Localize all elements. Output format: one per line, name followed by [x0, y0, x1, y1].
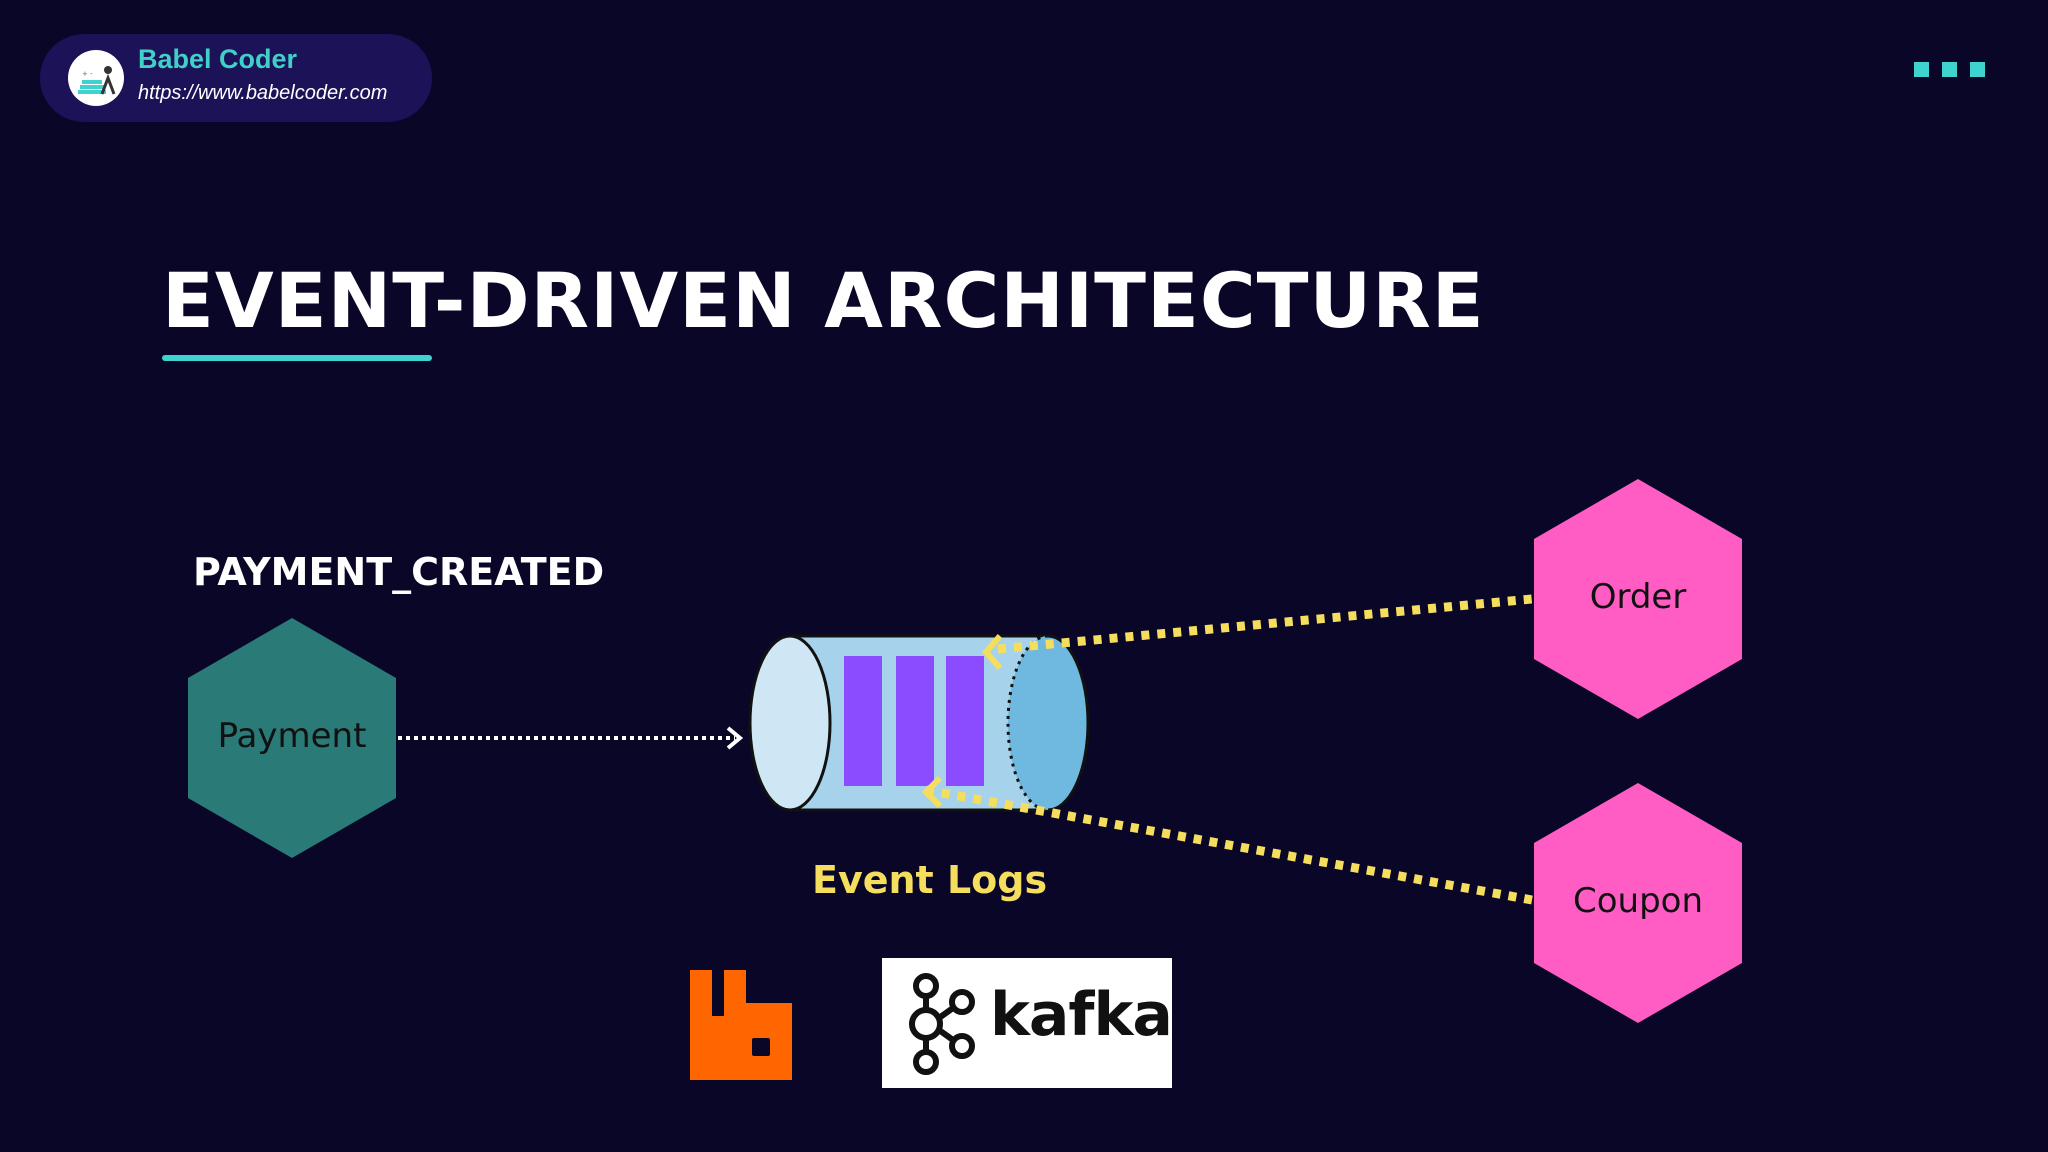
producer-hexagon	[188, 618, 396, 858]
slide-title: EVENT-DRIVEN ARCHITECTURE	[162, 256, 1485, 345]
consumer-hexagon-order	[1534, 479, 1742, 719]
event-logs-caption: Event Logs	[812, 858, 1048, 902]
kafka-logo: kafka	[882, 958, 1173, 1088]
menu-dots-icon[interactable]	[1914, 62, 1985, 77]
rabbitmq-logo-icon	[690, 970, 792, 1080]
event-log-entry	[896, 656, 934, 786]
producer-label: Payment	[217, 716, 367, 756]
kafka-wordmark: kafka	[990, 980, 1173, 1050]
subscription-arrowhead-order	[982, 634, 1003, 670]
kafka-icon	[909, 973, 975, 1075]
publish-arrowhead	[726, 726, 744, 750]
subscription-connector-coupon	[925, 785, 1533, 905]
event-log-cylinder-front	[748, 634, 832, 812]
consumer-label-order: Order	[1589, 577, 1687, 617]
event-name-label: PAYMENT_CREATED	[193, 550, 605, 594]
svg-text:+ -: + -	[82, 70, 93, 78]
brand-name: Babel Coder	[138, 44, 298, 74]
brand-badge[interactable]: + - Babel Coder https://www.babelcoder.c…	[40, 34, 432, 122]
consumer-label-coupon: Coupon	[1572, 881, 1704, 921]
consumer-hexagon-coupon	[1534, 783, 1742, 1023]
title-underline	[162, 355, 432, 361]
event-log-entry	[844, 656, 882, 786]
event-log-cylinder-back	[1008, 636, 1088, 810]
subscription-connector-order	[997, 594, 1533, 654]
event-log-entry	[946, 656, 984, 786]
brand-url[interactable]: https://www.babelcoder.com	[138, 82, 388, 104]
subscription-arrowhead-coupon	[921, 775, 943, 809]
brand-logo-icon: + -	[68, 50, 124, 106]
